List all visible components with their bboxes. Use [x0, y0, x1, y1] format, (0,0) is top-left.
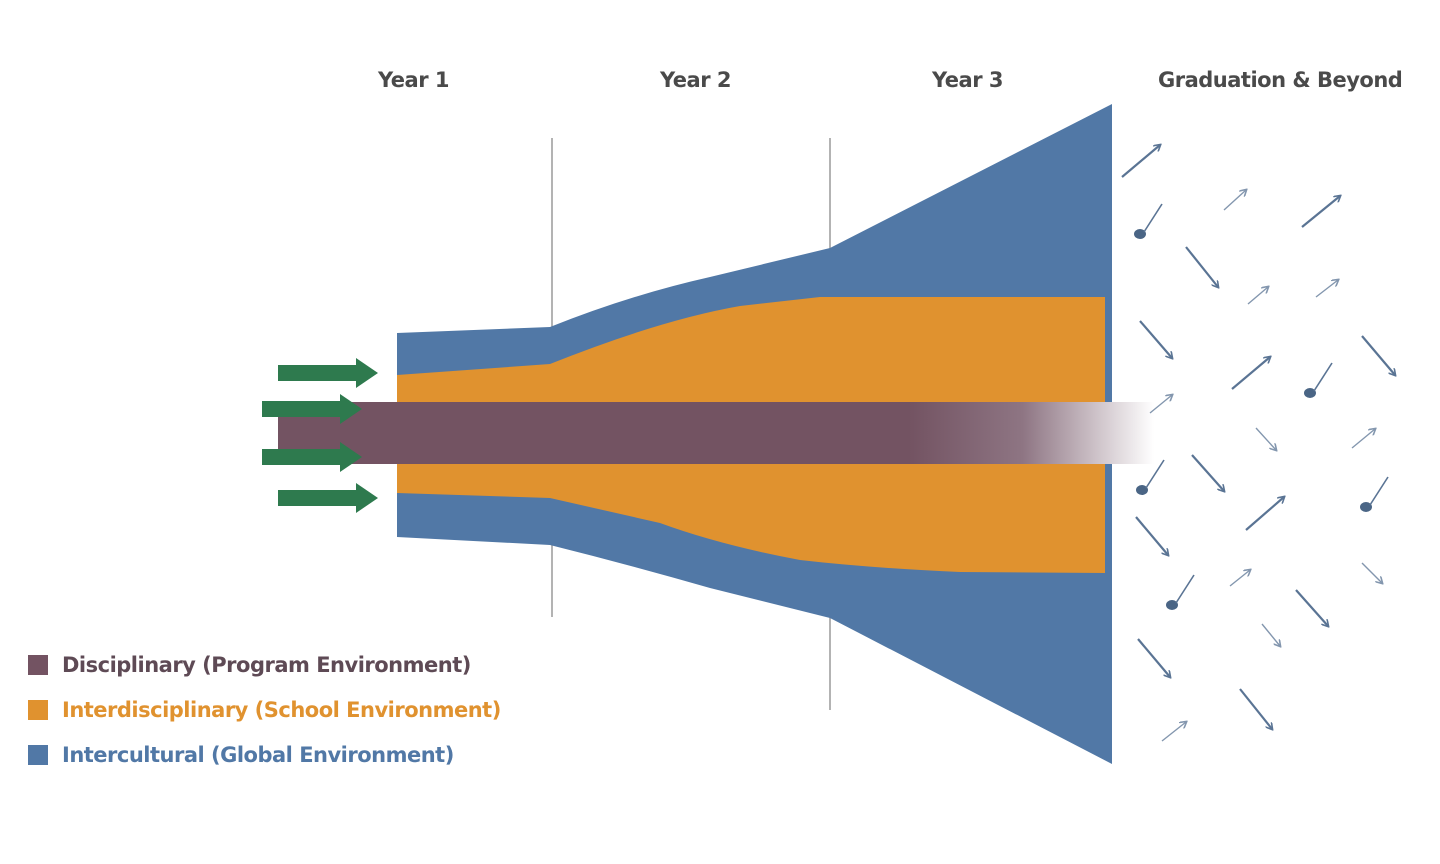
arrow-up-right-icon	[1245, 497, 1284, 531]
scatter-outcomes	[1121, 145, 1395, 742]
arrow-down-right-icon	[1255, 427, 1276, 450]
arrow-down-right-icon	[1185, 246, 1218, 287]
legend-swatch-interdisciplinary	[28, 699, 48, 720]
input-arrow-icon	[262, 394, 362, 424]
arrow-down-right-icon	[1139, 320, 1172, 358]
arrow-down-right-icon	[1191, 454, 1224, 491]
header-year-3: Year 3	[932, 68, 1003, 92]
arrow-up-right-icon	[1247, 287, 1268, 305]
header-year-2: Year 2	[660, 68, 731, 92]
legend: Disciplinary (Program Environment) Inter…	[28, 642, 501, 777]
legend-item-disciplinary: Disciplinary (Program Environment)	[28, 642, 501, 687]
arrow-down-right-icon	[1135, 516, 1168, 555]
legend-item-interdisciplinary: Interdisciplinary (School Environment)	[28, 687, 501, 732]
note-marker-icon	[1304, 362, 1333, 398]
note-marker-icon	[1166, 574, 1195, 610]
arrow-down-right-icon	[1261, 623, 1280, 646]
input-arrow-icon	[278, 483, 378, 513]
legend-item-intercultural: Intercultural (Global Environment)	[28, 732, 501, 777]
note-marker-icon	[1134, 203, 1163, 239]
arrow-up-right-icon	[1121, 145, 1160, 178]
arrow-up-right-icon	[1351, 429, 1375, 449]
arrow-up-right-icon	[1301, 196, 1340, 228]
legend-label-disciplinary: Disciplinary (Program Environment)	[62, 652, 471, 677]
legend-label-interdisciplinary: Interdisciplinary (School Environment)	[62, 697, 501, 722]
input-arrow-icon	[262, 442, 362, 472]
legend-swatch-intercultural	[28, 744, 48, 765]
arrow-up-right-icon	[1149, 395, 1172, 414]
arrow-up-right-icon	[1231, 357, 1270, 390]
arrow-up-right-icon	[1161, 722, 1186, 742]
note-marker-icon	[1136, 459, 1165, 495]
disciplinary-band	[278, 402, 1154, 464]
arrow-up-right-icon	[1315, 280, 1338, 298]
arrow-up-right-icon	[1229, 570, 1250, 587]
arrow-down-right-icon	[1295, 589, 1328, 626]
arrow-down-right-icon	[1361, 562, 1382, 583]
input-arrows	[262, 358, 378, 513]
input-arrow-icon	[278, 358, 378, 388]
header-graduation: Graduation & Beyond	[1158, 68, 1403, 92]
arrow-up-right-icon	[1223, 190, 1246, 211]
legend-label-intercultural: Intercultural (Global Environment)	[62, 742, 454, 767]
arrow-down-right-icon	[1239, 688, 1272, 729]
arrow-down-right-icon	[1361, 335, 1395, 375]
note-marker-icon	[1360, 476, 1389, 512]
header-year-1: Year 1	[378, 68, 449, 92]
legend-swatch-disciplinary	[28, 654, 48, 675]
arrow-down-right-icon	[1137, 638, 1170, 677]
